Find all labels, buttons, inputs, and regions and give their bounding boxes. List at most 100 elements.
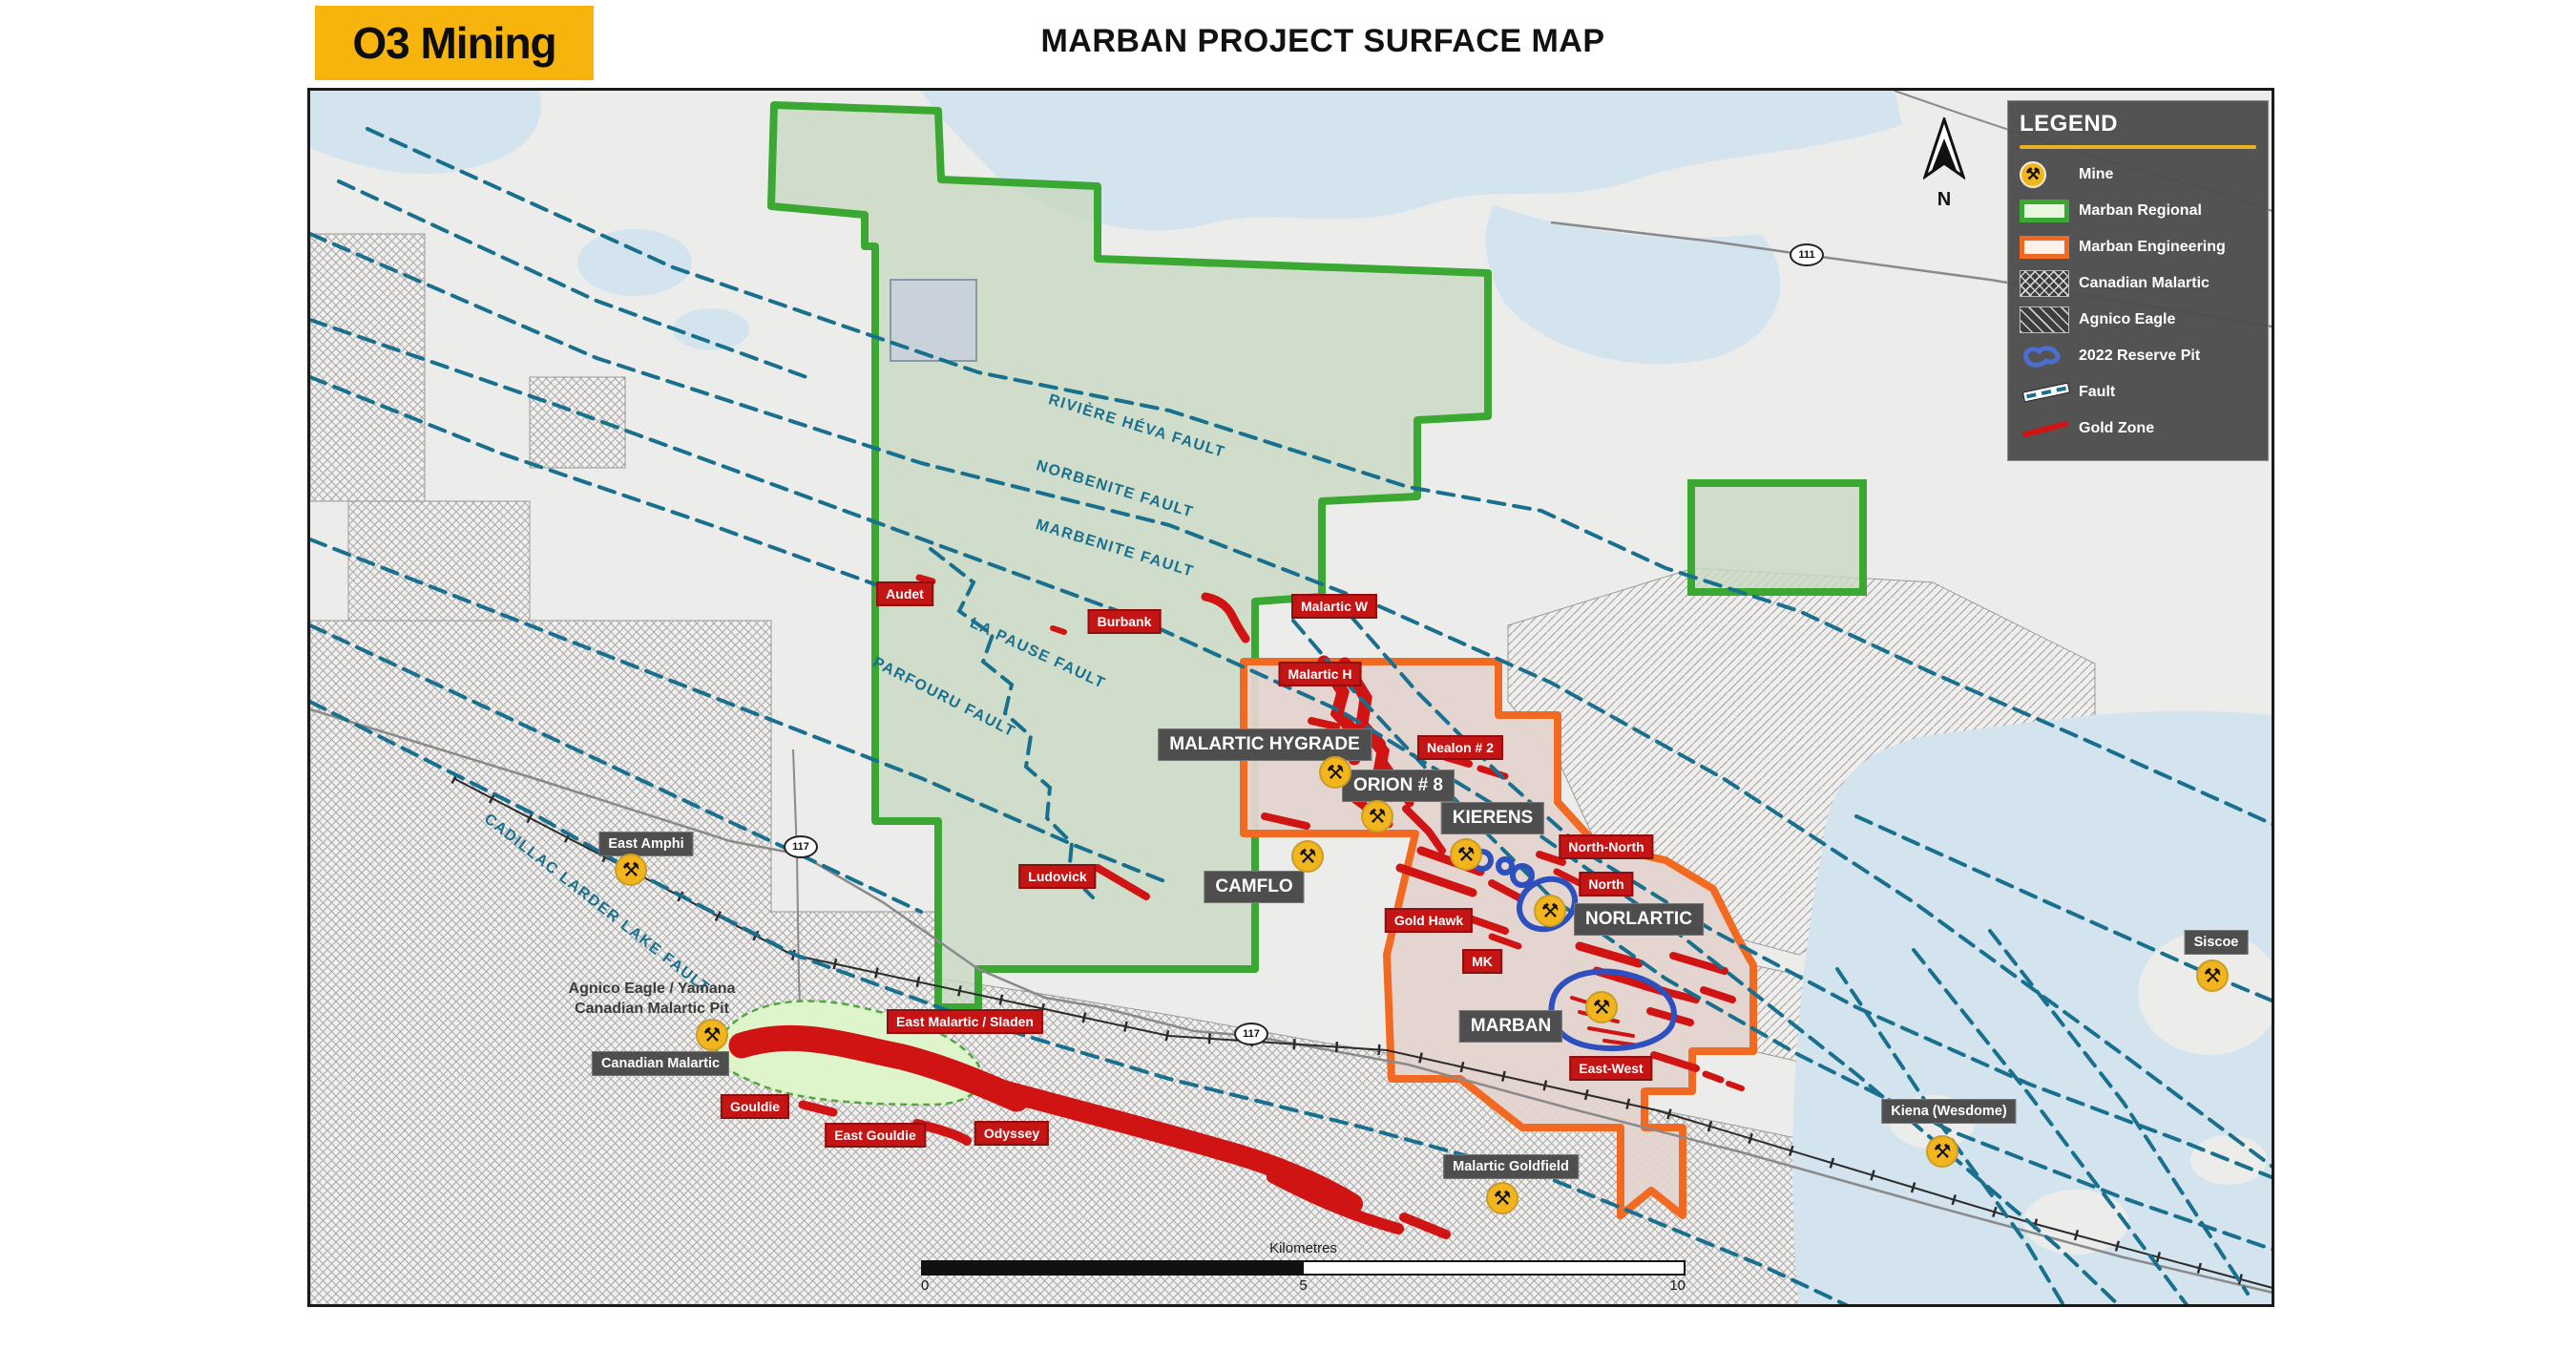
gold-zone-label-text: Burbank — [1097, 614, 1152, 629]
mine-marker: ⚒ — [696, 1019, 728, 1051]
mine-icon: ⚒ — [2020, 161, 2046, 188]
legend-label: 2022 Reserve Pit — [2079, 348, 2201, 364]
mine-label-text: CAMFLO — [1215, 876, 1293, 896]
route-shield: 111 — [1790, 243, 1824, 266]
legend-label: Fault — [2079, 384, 2116, 400]
mine-pick-shovel-icon: ⚒ — [1933, 1140, 1952, 1163]
legend-item-marban-engineering: Marban Engineering — [2020, 229, 2256, 265]
gold-zone-label-text: North-North — [1568, 839, 1644, 854]
pit-annotation-line2: Canadian Malartic Pit — [575, 1001, 729, 1017]
gold-zone-label: Audet — [876, 581, 933, 606]
gold-zone-label: Malartic H — [1278, 662, 1362, 686]
gold-zone-label: North-North — [1559, 834, 1654, 859]
mine-marker: ⚒ — [1486, 1182, 1518, 1214]
scale-bar-graphic — [921, 1260, 1686, 1276]
legend-label: Canadian Malartic — [2079, 275, 2209, 291]
mine-marker: ⚒ — [1319, 756, 1351, 789]
fault-icon — [2021, 382, 2071, 403]
legend-label: Marban Regional — [2079, 202, 2202, 219]
mine-label: NORLARTIC — [1574, 903, 1704, 936]
gold-zone-label: Gouldie — [720, 1094, 790, 1119]
mine-pick-shovel-icon: ⚒ — [1493, 1187, 1512, 1210]
legend-item-gold-zone: Gold Zone — [2020, 411, 2256, 447]
route-number: 117 — [1243, 1028, 1260, 1040]
mine-label-text: NORLARTIC — [1585, 909, 1692, 929]
mine-marker: ⚒ — [1926, 1135, 1958, 1168]
map-base-art — [310, 91, 2272, 1304]
gold-zone-label-text: Odyssey — [983, 1126, 1040, 1141]
mine-label-text: MALARTIC HYGRADE — [1169, 734, 1360, 754]
scale-bar-title: Kilometres — [1269, 1240, 1337, 1256]
mine-label: East Amphi — [598, 832, 694, 856]
route-number: 111 — [1798, 249, 1815, 261]
mine-pick-shovel-icon: ⚒ — [1298, 845, 1317, 868]
gold-zone-label: East-West — [1569, 1056, 1653, 1081]
legend-item-agnico-eagle: Agnico Eagle — [2020, 302, 2256, 338]
mine-label: Canadian Malartic — [591, 1051, 730, 1076]
legend-title: LEGEND — [2020, 111, 2119, 137]
north-arrow-icon — [1922, 115, 1966, 180]
north-label: N — [1937, 189, 1952, 210]
mine-pick-shovel-icon: ⚒ — [1592, 996, 1611, 1019]
mine-marker: ⚒ — [1450, 838, 1482, 871]
gold-zone-label-text: MK — [1472, 954, 1493, 969]
gold-zone-label-text: Malartic H — [1288, 666, 1352, 682]
gold-zone-label: Burbank — [1087, 609, 1162, 634]
gold-zone-label-text: East Gouldie — [834, 1128, 916, 1143]
map-canvas: RIVIÈRE HÉVA FAULT NORBENITE FAULT MARBE… — [307, 88, 2274, 1307]
canadian-malartic-swatch — [2020, 270, 2069, 297]
gold-zone-label: MK — [1462, 949, 1502, 974]
gold-zone-label-text: East Malartic / Sladen — [896, 1014, 1034, 1029]
mine-marker: ⚒ — [1534, 895, 1566, 927]
mine-label-text: Siscoe — [2193, 935, 2239, 950]
legend-item-reserve-pit: 2022 Reserve Pit — [2020, 338, 2256, 374]
fault-lines — [310, 127, 2272, 1304]
scale-bar: Kilometres 0 5 10 — [921, 1240, 1686, 1297]
mine-pick-shovel-icon: ⚒ — [702, 1023, 722, 1046]
legend-item-marban-regional: Marban Regional — [2020, 193, 2256, 229]
mine-marker: ⚒ — [615, 854, 647, 886]
gold-zone-label-text: East-West — [1579, 1061, 1644, 1076]
gold-zone-label-text: Audet — [886, 586, 924, 601]
mine-pick-shovel-icon: ⚒ — [621, 858, 640, 881]
mine-pick-shovel-icon: ⚒ — [1456, 843, 1476, 866]
marban-engineering-swatch — [2020, 236, 2069, 259]
legend-rule — [2020, 145, 2256, 149]
gold-zone-label-text: Nealon # 2 — [1426, 740, 1495, 755]
gold-zone-label: Malartic W — [1290, 594, 1378, 619]
gold-zone-label-text: Malartic W — [1300, 599, 1369, 614]
route-shield: 117 — [1234, 1023, 1268, 1045]
mine-pick-shovel-icon: ⚒ — [1368, 805, 1387, 828]
gold-zone-label-text: Ludovick — [1028, 869, 1087, 884]
page-title: MARBAN PROJECT SURFACE MAP — [1040, 23, 1605, 59]
gold-zones — [728, 574, 1745, 1239]
mine-marker: ⚒ — [1361, 800, 1393, 833]
scale-tick-5: 5 — [1299, 1277, 1308, 1294]
mine-label-text: KIERENS — [1452, 808, 1534, 828]
mine-label-text: East Amphi — [608, 836, 684, 852]
gold-zone-label: Odyssey — [974, 1121, 1050, 1146]
mine-label: Malartic Goldfield — [1443, 1154, 1579, 1179]
gold-zone-label-text: North — [1588, 876, 1624, 892]
gold-zone-label-text: Gold Hawk — [1393, 913, 1464, 928]
route-shield: 117 — [784, 835, 818, 858]
mine-marker: ⚒ — [1585, 991, 1618, 1023]
mine-label: ORION # 8 — [1342, 770, 1455, 802]
mine-label: CAMFLO — [1204, 871, 1305, 903]
mine-label: MARBAN — [1458, 1010, 1563, 1043]
scale-tick-0: 0 — [921, 1277, 930, 1294]
marban-regional-swatch — [2020, 200, 2069, 222]
mine-label-text: Malartic Goldfield — [1453, 1159, 1569, 1174]
mine-label-text: MARBAN — [1470, 1016, 1552, 1036]
legend-item-fault: Fault — [2020, 374, 2256, 411]
lake-islands — [1890, 931, 2272, 1255]
pit-annotation-line1: Agnico Eagle / Yamana — [568, 981, 736, 998]
route-number: 117 — [792, 841, 809, 853]
mine-marker: ⚒ — [1291, 840, 1324, 873]
mine-label-text: Kiena (Wesdome) — [1891, 1104, 2007, 1119]
legend-panel: LEGEND ⚒ Mine Marban Regional Marban Eng… — [2007, 100, 2269, 461]
legend-label: Marban Engineering — [2079, 239, 2226, 255]
agnico-eagle-swatch — [2020, 306, 2069, 333]
legend-item-canadian-malartic: Canadian Malartic — [2020, 265, 2256, 302]
